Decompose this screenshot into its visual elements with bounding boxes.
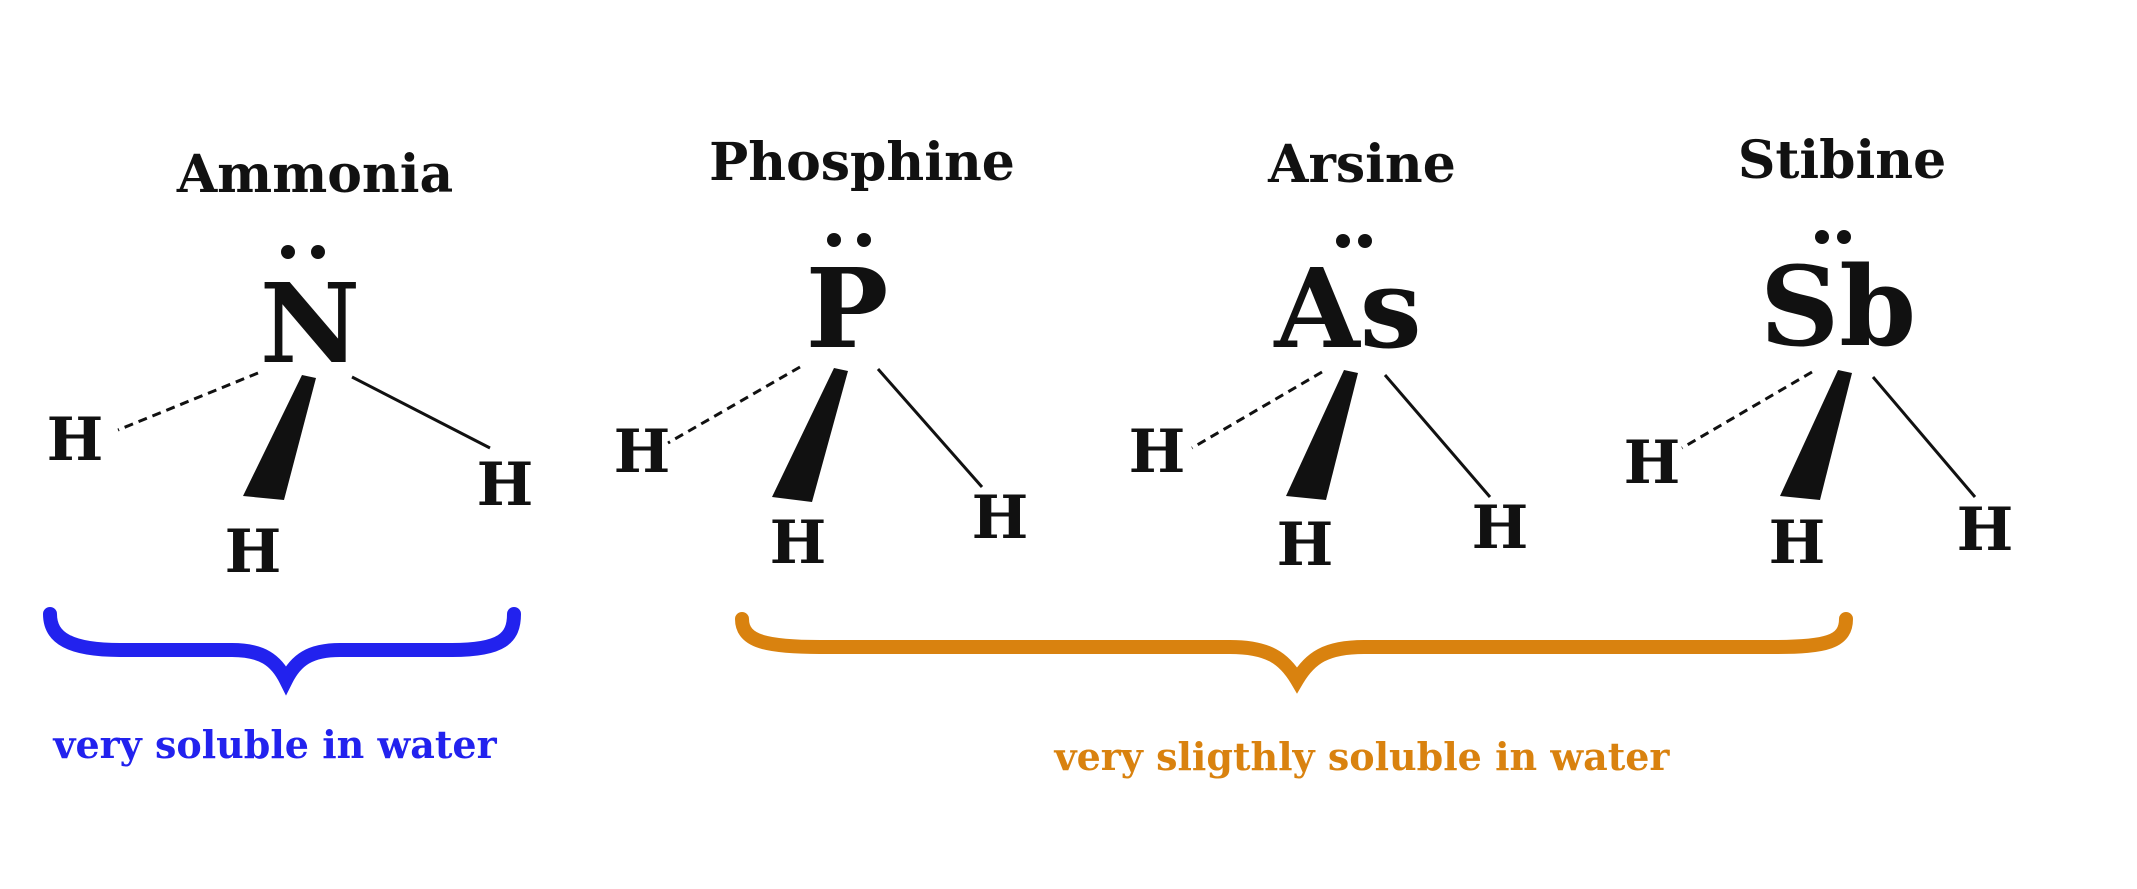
plain-bond	[876, 368, 984, 488]
plain-bond	[351, 375, 491, 450]
hydrogen-atom: H	[1769, 508, 1826, 578]
group-very-soluble: very soluble in water	[43, 607, 521, 767]
wedge-bond	[243, 375, 316, 500]
lone-pair	[1815, 230, 1851, 244]
central-atom: P	[806, 244, 889, 373]
molecule-name: Arsine	[1267, 134, 1456, 195]
brace	[735, 612, 1853, 694]
plain-bond	[1871, 376, 1977, 498]
central-atom: N	[260, 259, 361, 388]
hydrogen-atom: H	[972, 483, 1029, 553]
hydrogen-atom: H	[614, 417, 671, 487]
hydrogen-atom: H	[1957, 495, 2014, 565]
molecule-stibine: Stibine Sb H H H	[1624, 130, 2014, 578]
hydrogen-atom: H	[1624, 428, 1681, 498]
dashed-bond	[117, 371, 259, 432]
hydrogen-atom: H	[225, 517, 282, 587]
wedge-bond	[772, 368, 848, 502]
wedge-bond	[1780, 370, 1852, 500]
central-atom: Sb	[1760, 242, 1916, 371]
lone-pair	[281, 245, 325, 259]
central-atom: As	[1273, 244, 1421, 373]
molecule-name: Ammonia	[176, 144, 453, 205]
molecule-name: Phosphine	[709, 132, 1015, 193]
dashed-bond	[1681, 370, 1813, 450]
plain-bond	[1383, 374, 1492, 498]
lone-pair	[827, 233, 871, 247]
hydrogen-atom: H	[1277, 510, 1334, 580]
group-label: very sligthly soluble in water	[1054, 734, 1671, 779]
hydrogen-atom: H	[1129, 417, 1186, 487]
molecule-arsine: Arsine As H H H	[1129, 134, 1529, 580]
hydrogen-atom: H	[1472, 493, 1529, 563]
hydrogen-atom: H	[770, 508, 827, 578]
wedge-bond	[1286, 370, 1358, 500]
dashed-bond	[667, 365, 801, 445]
lone-pair	[1336, 234, 1372, 248]
group-very-slightly-soluble: very sligthly soluble in water	[735, 612, 1853, 779]
hydrogen-atom: H	[47, 405, 104, 475]
group-label: very soluble in water	[52, 722, 497, 767]
molecule-ammonia: Ammonia N H H H	[47, 144, 534, 587]
brace	[43, 607, 521, 696]
dashed-bond	[1191, 370, 1323, 450]
hydrogen-atom: H	[477, 450, 534, 520]
molecule-phosphine: Phosphine P H H H	[614, 132, 1029, 578]
molecule-name: Stibine	[1738, 130, 1946, 191]
